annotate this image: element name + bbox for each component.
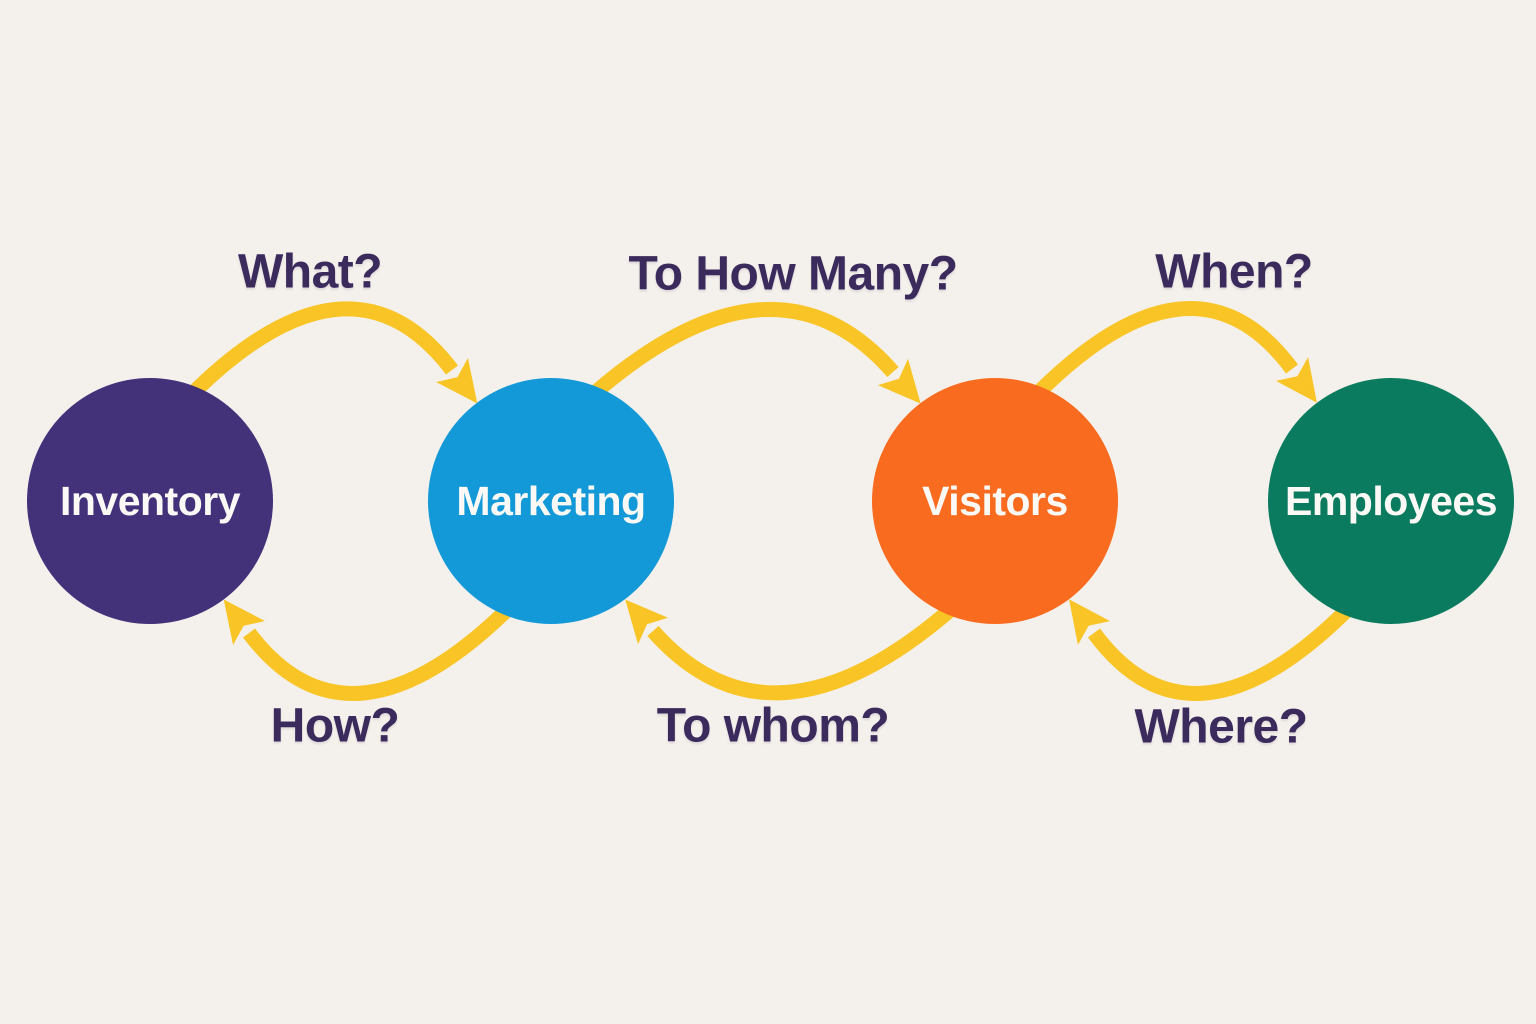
- node-marketing: Marketing: [428, 378, 674, 624]
- question-what: What?: [237, 245, 383, 299]
- node-visitors-label: Visitors: [922, 477, 1068, 524]
- node-employees: Employees: [1268, 378, 1514, 624]
- question-where: Where?: [1134, 700, 1308, 754]
- node-employees-label: Employees: [1285, 477, 1498, 524]
- node-inventory-label: Inventory: [59, 477, 241, 524]
- arrow-to-how-many: [584, 301, 921, 404]
- arrow-how: [223, 598, 519, 701]
- node-marketing-label: Marketing: [456, 477, 646, 524]
- node-visitors: Visitors: [872, 378, 1118, 624]
- question-to-whom: To whom?: [656, 699, 890, 753]
- arrow-when: [1027, 301, 1317, 404]
- question-how: How?: [270, 699, 400, 753]
- question-when: When?: [1155, 245, 1313, 299]
- arrow-to-whom: [625, 598, 962, 701]
- node-inventory: Inventory: [27, 378, 273, 624]
- arrow-what: [182, 301, 478, 404]
- arrow-where: [1069, 598, 1359, 701]
- question-to-how-many: To How Many?: [628, 247, 958, 301]
